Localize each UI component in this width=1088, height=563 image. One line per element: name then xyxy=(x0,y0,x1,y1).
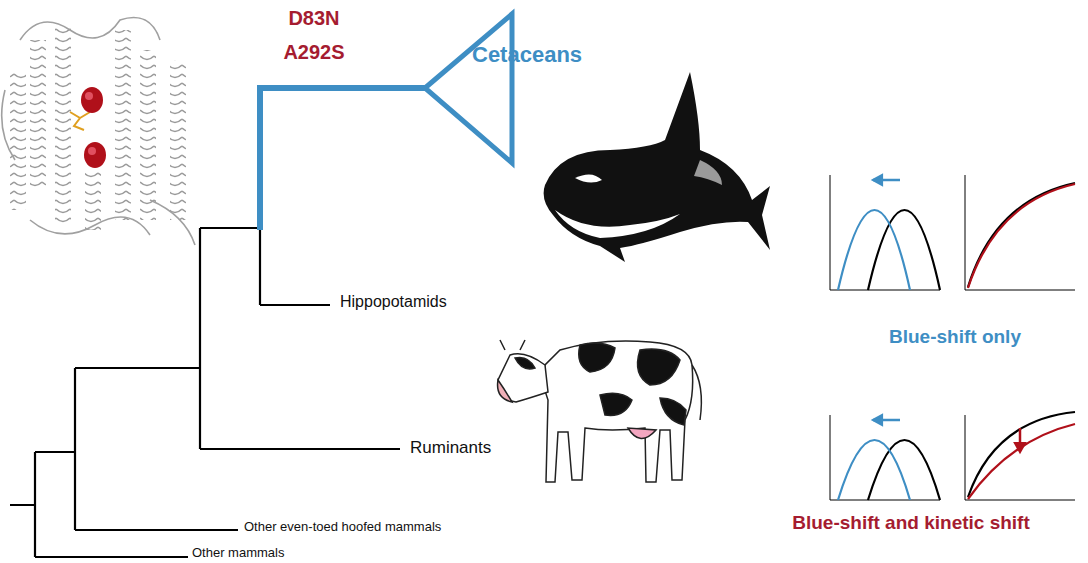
tree-label: Other mammals xyxy=(192,546,284,561)
tree-label: Blue-shift and kinetic shift xyxy=(792,512,1030,534)
tree-label: Hippopotamids xyxy=(340,293,447,311)
helix-ribbon xyxy=(30,40,46,190)
cow-illustration xyxy=(498,340,702,482)
protein-structure xyxy=(2,18,195,246)
tree-label: Blue-shift only xyxy=(889,326,1021,348)
helix-ribbon xyxy=(10,70,26,210)
helix-ribbon xyxy=(170,60,186,220)
helix-ribbon xyxy=(85,170,101,230)
phylogenetic-tree xyxy=(10,14,512,557)
tree-label: Ruminants xyxy=(410,438,491,458)
tree-label: A292S xyxy=(283,41,344,64)
tree-label: Cetaceans xyxy=(472,42,582,67)
helix-ribbon xyxy=(140,50,156,220)
orca-illustration xyxy=(544,72,770,262)
helix-ribbon xyxy=(115,30,131,220)
helix-ribbon xyxy=(55,25,71,225)
tree-label: D83N xyxy=(288,7,339,30)
tree-label: Other even-toed hoofed mammals xyxy=(244,520,441,535)
spectral-plots xyxy=(830,175,1075,500)
